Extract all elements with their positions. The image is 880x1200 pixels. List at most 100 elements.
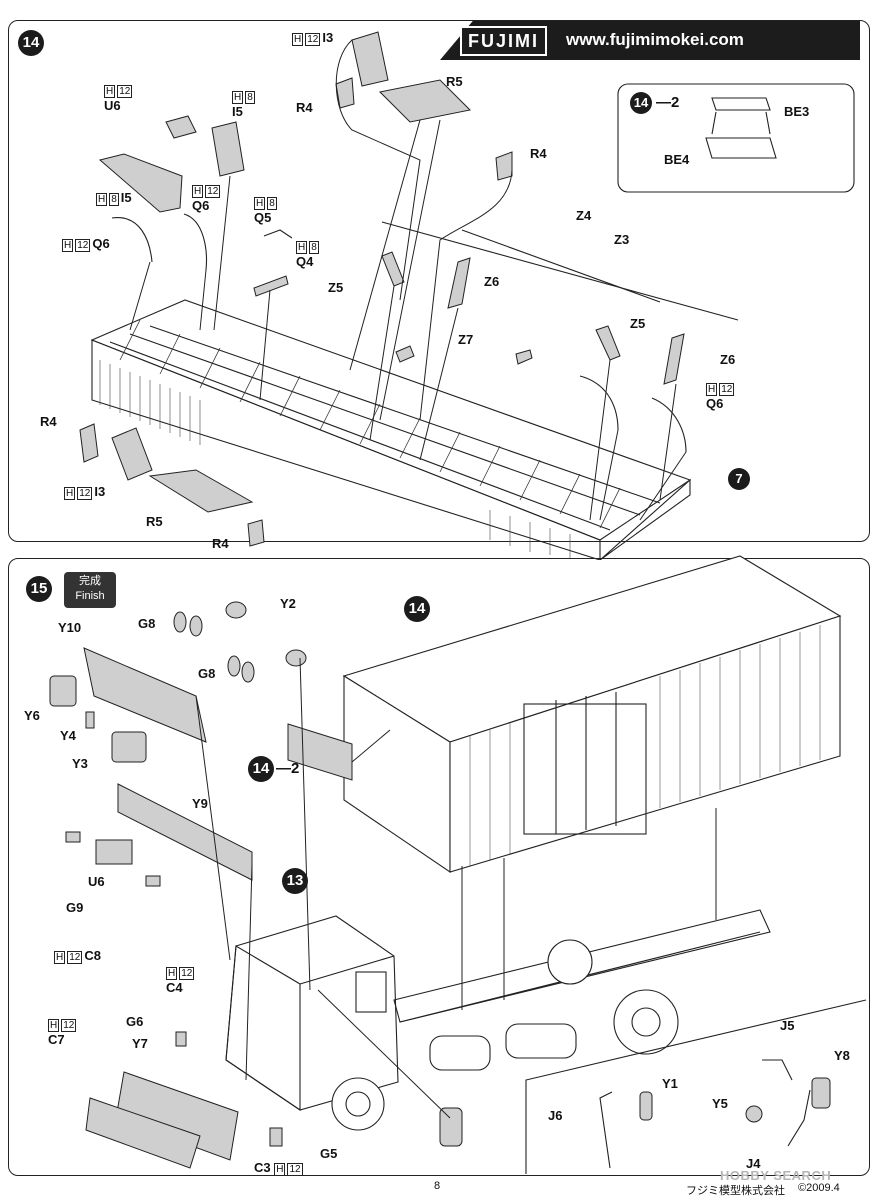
- label-y1: Y1: [662, 1076, 678, 1091]
- copyright: ©2009.4: [798, 1182, 840, 1194]
- label-y2: Y2: [280, 596, 296, 611]
- label-j5: J5: [780, 1018, 795, 1033]
- part-q5: [263, 229, 293, 239]
- part-i5-mid: [98, 153, 183, 213]
- bed-side-ribs: [99, 360, 571, 558]
- part-g9-a: [65, 831, 81, 843]
- cargo-box-ribs: [469, 625, 821, 866]
- part-g8-mid-b: [241, 661, 255, 683]
- side-plate-14-2: [287, 723, 353, 781]
- part-y1-mirror: [639, 1091, 653, 1121]
- label-g8-mid: G8: [198, 666, 216, 681]
- part-y2-top: [225, 601, 247, 619]
- label-be3: BE3: [784, 104, 810, 119]
- label-r4-bottom-left: R4: [40, 414, 57, 429]
- part-i3-bottom: [111, 427, 153, 481]
- part-z5-right: [595, 325, 621, 361]
- part-z7-b: [515, 349, 533, 365]
- part-y3-light: [111, 731, 147, 763]
- part-r4-top-right: [495, 151, 513, 181]
- label-z3: Z3: [614, 232, 630, 247]
- label-y10: Y10: [58, 620, 82, 635]
- label-y3: Y3: [72, 756, 88, 771]
- website-url[interactable]: www.fujimimokei.com: [566, 30, 744, 49]
- step-14-diagram: [79, 31, 855, 560]
- ref-step-13: 13: [282, 868, 308, 894]
- part-j5-stay: [762, 1059, 793, 1081]
- part-z6-left: [447, 257, 471, 309]
- label-g5: G5: [320, 1146, 338, 1161]
- part-q6-mid: [183, 213, 207, 271]
- label-z5-left: Z5: [328, 280, 344, 295]
- part-z6-right: [663, 333, 685, 385]
- label-be4: BE4: [664, 152, 690, 167]
- part-g5: [269, 1127, 283, 1147]
- part-r4-bottom-left: [79, 423, 99, 463]
- label-j6: J6: [548, 1108, 563, 1123]
- brand-logo: FUJIMI: [460, 26, 548, 56]
- bed-crossmembers: [119, 319, 621, 529]
- part-j4-stay: [787, 1089, 811, 1147]
- cargo-side-doors: [523, 692, 647, 835]
- label-g9: G9: [66, 900, 84, 915]
- part-u6-plate: [95, 839, 133, 865]
- label-u6-finish: U6: [88, 874, 105, 889]
- part-y7-grille: [115, 1071, 239, 1161]
- label-g6: G6: [126, 1014, 144, 1029]
- step-15-panel: [8, 558, 870, 1176]
- part-g8-top-a: [173, 611, 187, 633]
- part-g8-mid-a: [227, 655, 241, 677]
- label-r4-bottom: R4: [212, 536, 229, 551]
- part-lower-bumper: [85, 1097, 201, 1169]
- part-y9-bumper: [117, 783, 253, 881]
- part-be3: [711, 97, 771, 111]
- part-be4: [705, 137, 777, 159]
- part-u6: [165, 115, 197, 139]
- label-y7: Y7: [132, 1036, 148, 1051]
- part-y4: [85, 711, 95, 729]
- part-q6-left: [111, 217, 153, 263]
- label-y9: Y9: [192, 796, 208, 811]
- ref-step-14: 14: [404, 596, 430, 622]
- company-name: フジミ模型株式会社: [686, 1185, 785, 1197]
- label-j4: J4: [746, 1156, 761, 1171]
- mirror-inset-border: [525, 999, 867, 1174]
- part-i5-top: [211, 121, 245, 177]
- part-y5: [745, 1105, 763, 1123]
- substep-14-2-suffix: —2: [656, 94, 680, 111]
- ref-step-14-2-suffix: —2: [276, 760, 300, 777]
- part-q4: [253, 275, 289, 297]
- part-r4-bottom: [247, 519, 265, 547]
- part-g9-b: [145, 875, 161, 887]
- label-y6: Y6: [24, 708, 40, 723]
- step-15-number: 15: [26, 576, 52, 602]
- label-y8: Y8: [834, 1048, 850, 1063]
- label-y4: Y4: [60, 728, 76, 743]
- label-r4-top-left: R4: [296, 100, 313, 115]
- label-r5-top: R5: [446, 74, 463, 89]
- part-g6: [175, 1031, 187, 1047]
- label-r5-bottom: R5: [146, 514, 163, 529]
- rail-z4: [381, 221, 739, 321]
- label-y5: Y5: [712, 1096, 728, 1111]
- part-z7-a: [395, 345, 415, 363]
- part-cab-mirror: [439, 1107, 463, 1147]
- step-14-number: 14: [18, 30, 44, 56]
- part-y8-mirror: [811, 1077, 831, 1109]
- ref-step-14-2: 14: [248, 756, 274, 782]
- substep-14-2-number: 14: [630, 92, 652, 114]
- label-z4: Z4: [576, 208, 592, 223]
- label-z5-right: Z5: [630, 316, 646, 331]
- part-r5-top: [378, 79, 472, 123]
